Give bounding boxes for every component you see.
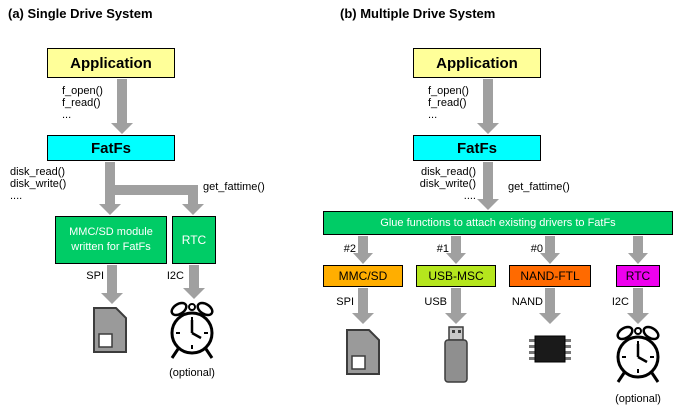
optional-label: (optional)	[169, 367, 215, 379]
get-fattime-label: get_fattime()	[508, 181, 570, 193]
arrow-b-rtc-to-clock	[627, 288, 649, 324]
api-call-label: f_read()	[62, 97, 101, 109]
disk-call-label: ....	[463, 190, 476, 202]
drive-box-nandftl: NAND-FTL	[509, 265, 591, 287]
drive-box-usbmsc: USB-MSC	[416, 265, 496, 287]
driver-module-box: MMC/SD module written for FatFs	[55, 216, 167, 264]
disk-call-label: disk_read()	[10, 166, 66, 178]
arrow-a-driver-to-card	[101, 265, 123, 304]
fatfs-box-b: FatFs	[413, 135, 541, 161]
arrow-a-rtc-to-clock	[183, 265, 205, 299]
sd-card-icon	[346, 329, 380, 375]
arrow-b-app-to-fatfs	[477, 79, 499, 134]
bus-label-i2c: I2C	[611, 296, 629, 308]
get-fattime-label: get_fattime()	[203, 181, 265, 193]
alarm-clock-icon	[170, 301, 214, 359]
sd-card-icon	[93, 307, 127, 353]
usb-stick-icon	[444, 326, 468, 383]
arrow-b-glue-to-usbmsc	[446, 236, 466, 264]
api-call-label: f_read()	[428, 97, 467, 109]
arrow-b-usbmsc-to-stick	[445, 288, 467, 324]
arrow-a-fatfs-to-driver	[99, 162, 121, 215]
bus-label-nand: NAND	[511, 296, 543, 308]
driver-module-line: MMC/SD module	[69, 226, 153, 239]
fatfs-box-a: FatFs	[47, 135, 175, 161]
arrow-b-nandftl-to-chip	[539, 288, 561, 324]
application-box-a: Application	[47, 48, 175, 78]
driver-module-line: written for FatFs	[71, 241, 151, 253]
panel-b-title: (b) Multiple Drive System	[340, 6, 496, 21]
optional-label: (optional)	[615, 393, 661, 405]
api-call-label: f_open()	[62, 85, 103, 97]
drive-box-mmcsd: MMC/SD	[323, 265, 403, 287]
glue-functions-box: Glue functions to attach existing driver…	[323, 211, 673, 235]
arrow-b-mmcsd-to-card	[352, 288, 374, 324]
disk-call-label: disk_read()	[420, 166, 476, 178]
disk-call-label: disk_write()	[419, 178, 476, 190]
bus-label-i2c: I2C	[166, 270, 184, 282]
arrow-b-glue-to-mmcsd	[353, 236, 373, 264]
drive-box-rtc: RTC	[616, 265, 660, 287]
drive-number-label: #2	[343, 243, 356, 255]
arrow-a-fatfs-to-rtc-elbow	[115, 185, 204, 215]
panel-a-title: (a) Single Drive System	[8, 6, 153, 21]
bus-label-spi: SPI	[336, 296, 354, 308]
application-box-b: Application	[413, 48, 541, 78]
arrow-b-glue-to-nandftl	[540, 236, 560, 264]
drive-number-label: #0	[530, 243, 543, 255]
nand-chip-icon	[529, 335, 571, 363]
rtc-box-a: RTC	[172, 216, 216, 264]
api-call-label: f_open()	[428, 85, 469, 97]
drive-number-label: #1	[436, 243, 449, 255]
disk-call-label: disk_write()	[10, 178, 67, 190]
arrow-a-app-to-fatfs	[111, 79, 133, 134]
arrow-b-glue-to-rtc	[628, 236, 648, 264]
alarm-clock-icon	[616, 325, 660, 383]
arrow-b-fatfs-to-glue	[477, 162, 499, 210]
api-call-label: ...	[62, 109, 72, 121]
bus-label-usb: USB	[424, 296, 447, 308]
bus-label-spi: SPI	[86, 270, 104, 282]
api-call-label: ...	[428, 109, 438, 121]
disk-call-label: ....	[10, 190, 23, 202]
